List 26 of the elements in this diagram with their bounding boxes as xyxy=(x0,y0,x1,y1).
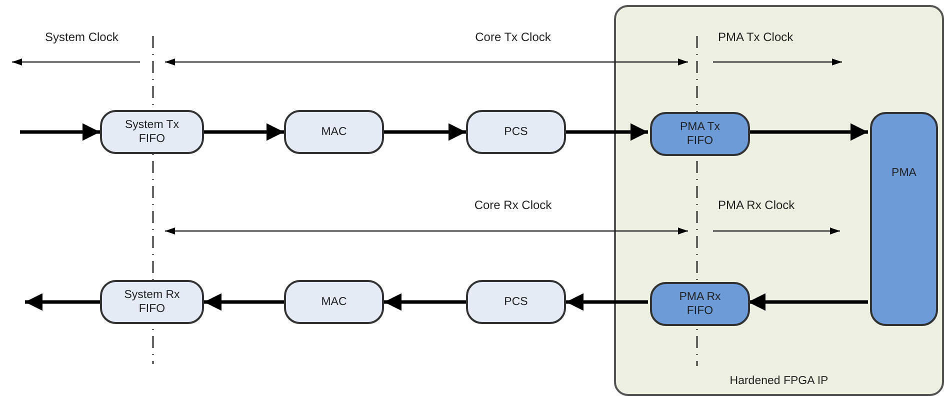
arrow xyxy=(204,293,284,311)
clock-domain-label: Core Tx Clock xyxy=(475,30,551,44)
process-box: PCS xyxy=(466,110,566,154)
arrow xyxy=(204,123,284,141)
arrow xyxy=(25,293,100,311)
process-box: MAC xyxy=(284,280,384,324)
process-box: System Rx FIFO xyxy=(100,280,204,324)
arrow xyxy=(748,123,868,141)
process-box: PMA xyxy=(870,112,938,326)
hardened-ip-region xyxy=(614,5,944,396)
arrow xyxy=(566,123,648,141)
region-label: Hardened FPGA IP xyxy=(728,374,830,388)
process-box: MAC xyxy=(284,110,384,154)
arrow xyxy=(20,123,100,141)
clock-domain-label: Core Rx Clock xyxy=(474,198,552,212)
clock-domain-label: PMA Rx Clock xyxy=(718,198,795,212)
clock-domain-label: PMA Tx Clock xyxy=(718,30,794,44)
arrow xyxy=(384,293,466,311)
arrow xyxy=(384,123,466,141)
process-box: PMA Rx FIFO xyxy=(650,282,750,326)
arrow xyxy=(566,293,648,311)
process-box: PMA Tx FIFO xyxy=(650,112,750,156)
process-box: System Tx FIFO xyxy=(100,110,204,154)
clock-domain-label: System Clock xyxy=(45,30,118,44)
process-box: PCS xyxy=(466,280,566,324)
arrow xyxy=(748,293,868,311)
